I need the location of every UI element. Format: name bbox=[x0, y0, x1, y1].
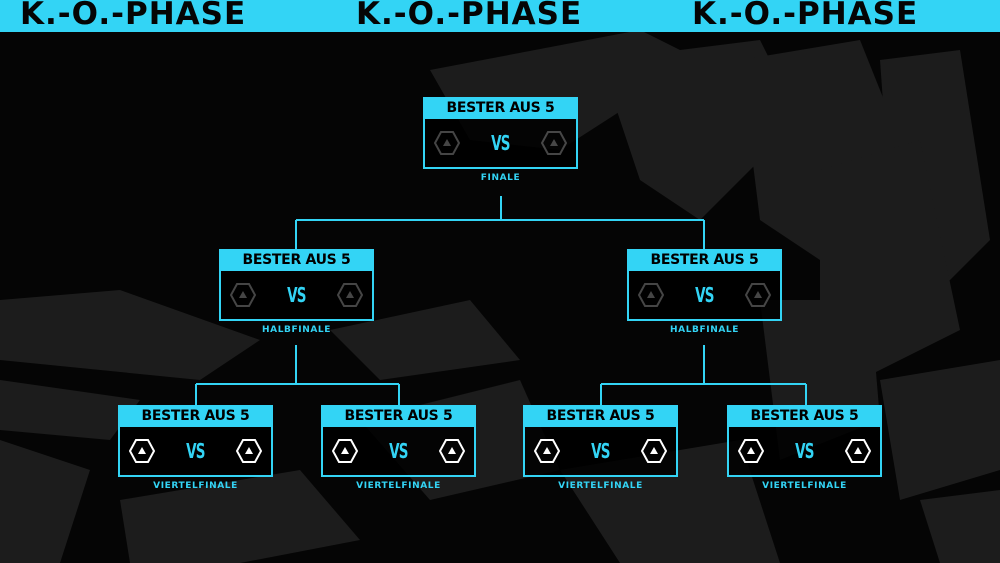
round-label: FINALE bbox=[480, 173, 521, 183]
hexagon-team-icon bbox=[844, 439, 871, 463]
round-label: VIERTELFINALE bbox=[558, 481, 643, 491]
banner-title: K.-O.-PHASE bbox=[692, 0, 919, 32]
hexagon-team-icon bbox=[336, 283, 363, 307]
round-label: HALBFINALE bbox=[262, 325, 331, 335]
match-body: VS bbox=[321, 427, 476, 477]
match-body: VS bbox=[118, 427, 273, 477]
hexagon-team-icon bbox=[434, 131, 461, 155]
match-format: BESTER AUS 5 bbox=[523, 405, 678, 427]
match-body: VS bbox=[423, 119, 578, 169]
hexagon-team-icon bbox=[230, 283, 257, 307]
vs-label: VS bbox=[591, 439, 610, 463]
match-format: BESTER AUS 5 bbox=[321, 405, 476, 427]
vs-label: VS bbox=[287, 283, 306, 307]
round-label: VIERTELFINALE bbox=[153, 481, 238, 491]
hexagon-team-icon bbox=[640, 439, 667, 463]
match-body: VS bbox=[627, 271, 782, 321]
match-card-quarter-3[interactable]: BESTER AUS 5 VS VIERTELFINALE bbox=[523, 405, 678, 491]
round-label: VIERTELFINALE bbox=[356, 481, 441, 491]
match-card-semi-1[interactable]: BESTER AUS 5 VS HALBFINALE bbox=[219, 249, 374, 335]
hexagon-team-icon bbox=[332, 439, 359, 463]
top-banner: K.-O.-PHASE K.-O.-PHASE K.-O.-PHASE bbox=[0, 0, 1000, 32]
vs-label: VS bbox=[389, 439, 408, 463]
vs-label: VS bbox=[795, 439, 814, 463]
hexagon-team-icon bbox=[235, 439, 262, 463]
match-format: BESTER AUS 5 bbox=[423, 97, 578, 119]
round-label: VIERTELFINALE bbox=[762, 481, 847, 491]
match-format: BESTER AUS 5 bbox=[118, 405, 273, 427]
match-card-final[interactable]: BESTER AUS 5 VS FINALE bbox=[423, 97, 578, 183]
match-card-quarter-2[interactable]: BESTER AUS 5 VS VIERTELFINALE bbox=[321, 405, 476, 491]
match-body: VS bbox=[523, 427, 678, 477]
banner-title: K.-O.-PHASE bbox=[20, 0, 247, 32]
hexagon-team-icon bbox=[438, 439, 465, 463]
round-label: HALBFINALE bbox=[670, 325, 739, 335]
match-card-semi-2[interactable]: BESTER AUS 5 VS HALBFINALE bbox=[627, 249, 782, 335]
match-format: BESTER AUS 5 bbox=[727, 405, 882, 427]
banner-title: K.-O.-PHASE bbox=[356, 0, 583, 32]
vs-label: VS bbox=[186, 439, 205, 463]
hexagon-team-icon bbox=[738, 439, 765, 463]
match-card-quarter-1[interactable]: BESTER AUS 5 VS VIERTELFINALE bbox=[118, 405, 273, 491]
hexagon-team-icon bbox=[540, 131, 567, 155]
match-card-quarter-4[interactable]: BESTER AUS 5 VS VIERTELFINALE bbox=[727, 405, 882, 491]
hexagon-team-icon bbox=[129, 439, 156, 463]
match-body: VS bbox=[219, 271, 374, 321]
match-format: BESTER AUS 5 bbox=[627, 249, 782, 271]
match-body: VS bbox=[727, 427, 882, 477]
vs-label: VS bbox=[491, 131, 510, 155]
vs-label: VS bbox=[695, 283, 714, 307]
hexagon-team-icon bbox=[534, 439, 561, 463]
hexagon-team-icon bbox=[744, 283, 771, 307]
match-format: BESTER AUS 5 bbox=[219, 249, 374, 271]
hexagon-team-icon bbox=[638, 283, 665, 307]
